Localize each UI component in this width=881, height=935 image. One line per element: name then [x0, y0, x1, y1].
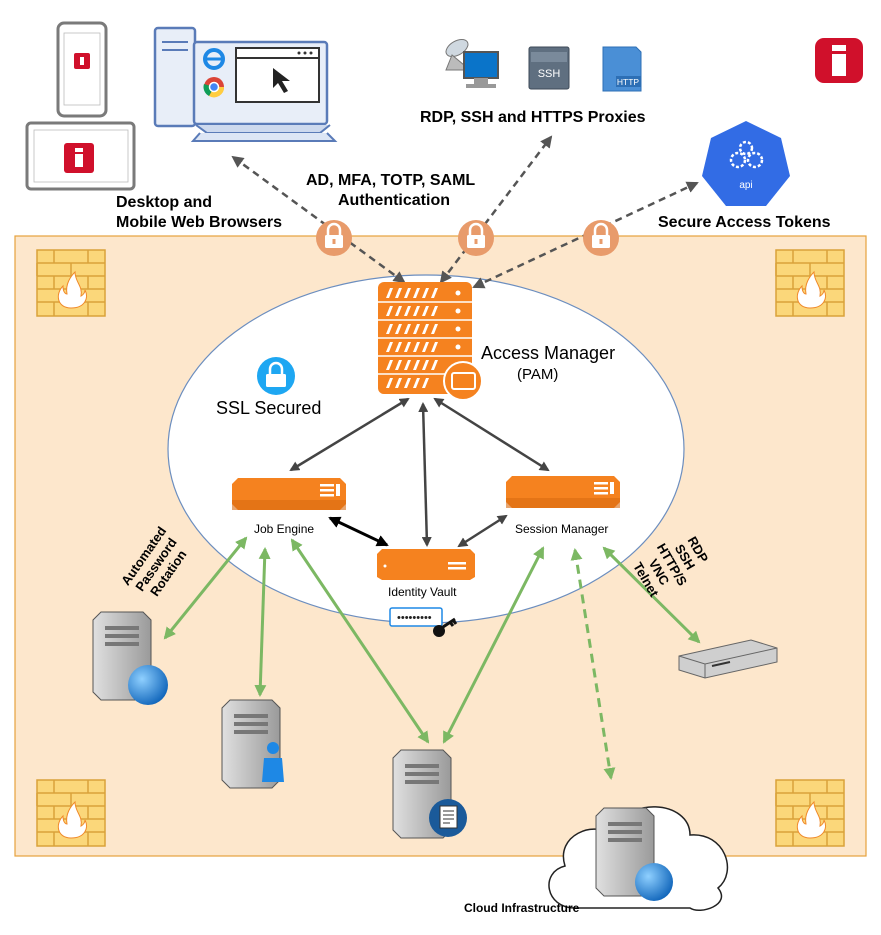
firewall-icon [36, 779, 106, 847]
session-docserver-arrow [442, 546, 545, 744]
laptop-icon [25, 121, 136, 191]
pam-label: (PAM) [517, 366, 559, 383]
ssh-icon-text: SSH [538, 68, 561, 80]
proxy-link-arrow [439, 135, 553, 284]
api-icon: api [702, 121, 790, 206]
auth-label-line1: AD, MFA, TOTP, SAML [306, 172, 476, 189]
lock-icon [456, 218, 496, 258]
job-server-arrow [254, 547, 271, 697]
access-manager-server-icon [378, 282, 483, 401]
session-manager-label: Session Manager [515, 522, 609, 536]
firewall-icon [775, 249, 845, 317]
firewall-icon [36, 249, 106, 317]
am-session-manager-arrow [433, 397, 550, 472]
rotation-server-icon [92, 611, 168, 705]
proxies-label: RDP, SSH and HTTPS Proxies [420, 109, 646, 126]
browsers-label-line1: Desktop and [116, 194, 213, 211]
rack-server-icon [678, 639, 778, 679]
lock-icon [314, 218, 354, 258]
vault-session-arrow [457, 514, 508, 548]
session-manager-server-icon [506, 476, 620, 508]
tokens-label: Secure Access Tokens [658, 214, 831, 231]
desktop-computer-icon [153, 26, 338, 142]
browsers-label-line2: Mobile Web Browsers [116, 214, 282, 231]
mobile-phone-icon [56, 21, 108, 118]
firewall-icon [775, 779, 845, 847]
auth-label-line2: Authentication [338, 192, 450, 209]
session-cloud-arrow [570, 548, 616, 780]
rdp-satellite-icon [445, 38, 499, 88]
am-job-engine-arrow [289, 397, 410, 472]
ssl-lock-icon [257, 357, 295, 395]
api-icon-text: api [739, 180, 752, 191]
identity-vault-label: Identity Vault [388, 585, 457, 599]
rotation-arrow [163, 536, 248, 640]
http-icon-text: HTTP [617, 77, 640, 87]
password-mask-text: ••••••••• [397, 612, 432, 624]
cloud-icon [548, 806, 729, 912]
access-manager-label: Access Manager [481, 343, 616, 363]
job-engine-label: Job Engine [254, 522, 315, 536]
user-server-icon [221, 699, 284, 789]
job-docserver-arrow [290, 538, 430, 744]
identity-vault-server-icon [377, 549, 475, 580]
ssh-icon: SSH [528, 46, 570, 90]
lock-icon [581, 218, 621, 258]
job-engine-server-icon [232, 478, 346, 510]
brand-logo-icon [815, 38, 863, 83]
session-rack-arrow [602, 546, 701, 644]
ssl-secured-label: SSL Secured [216, 398, 322, 418]
http-icon: HTTP [602, 46, 642, 92]
am-identity-vault-arrow [418, 402, 432, 547]
document-server-icon [392, 749, 467, 839]
cloud-infrastructure-label: Cloud Infrastructure [464, 901, 580, 915]
